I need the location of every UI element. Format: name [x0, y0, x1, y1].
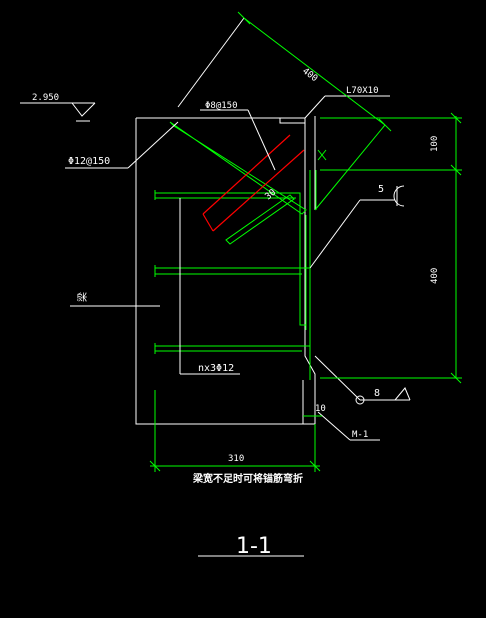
highlight-bars — [202, 134, 305, 232]
diagonal-bar-label: Φ12@150 — [68, 156, 110, 167]
top-anchor-bar — [225, 194, 295, 245]
elevation-label: 2.950 — [32, 93, 59, 103]
dim-10-plate: 10 — [315, 404, 326, 414]
note-text: 梁宽不足时可将锚筋弯折 — [192, 472, 303, 485]
section-title: 1-1 — [236, 534, 272, 559]
top-bar-label: Φ8@150 — [205, 101, 238, 111]
dim-310-bottom: 310 — [228, 454, 244, 464]
angle-steel-label: L70X10 — [346, 86, 379, 96]
dimension-lines — [149, 11, 462, 472]
rebar-group — [154, 121, 327, 380]
diagonal-rebar — [169, 121, 307, 215]
small-mark-label: 30 — [264, 188, 279, 203]
dim-400-diagonal: 400 — [300, 66, 319, 84]
weld-size-8-label: 8 — [374, 388, 380, 399]
dim-100-right: 100 — [430, 136, 440, 152]
weld-size-5-label: 5 — [378, 184, 384, 195]
leaders — [65, 17, 411, 441]
beam-label: 梁 — [76, 292, 89, 302]
bottom-bars-label: nx3Φ12 — [198, 363, 234, 374]
elevation-marker: 2.950 — [20, 93, 96, 122]
embed-plate-label: M-1 — [352, 430, 368, 440]
beam-outline — [135, 116, 316, 425]
dim-400-right: 400 — [430, 268, 440, 284]
horizontal-bar-1 — [155, 192, 306, 326]
